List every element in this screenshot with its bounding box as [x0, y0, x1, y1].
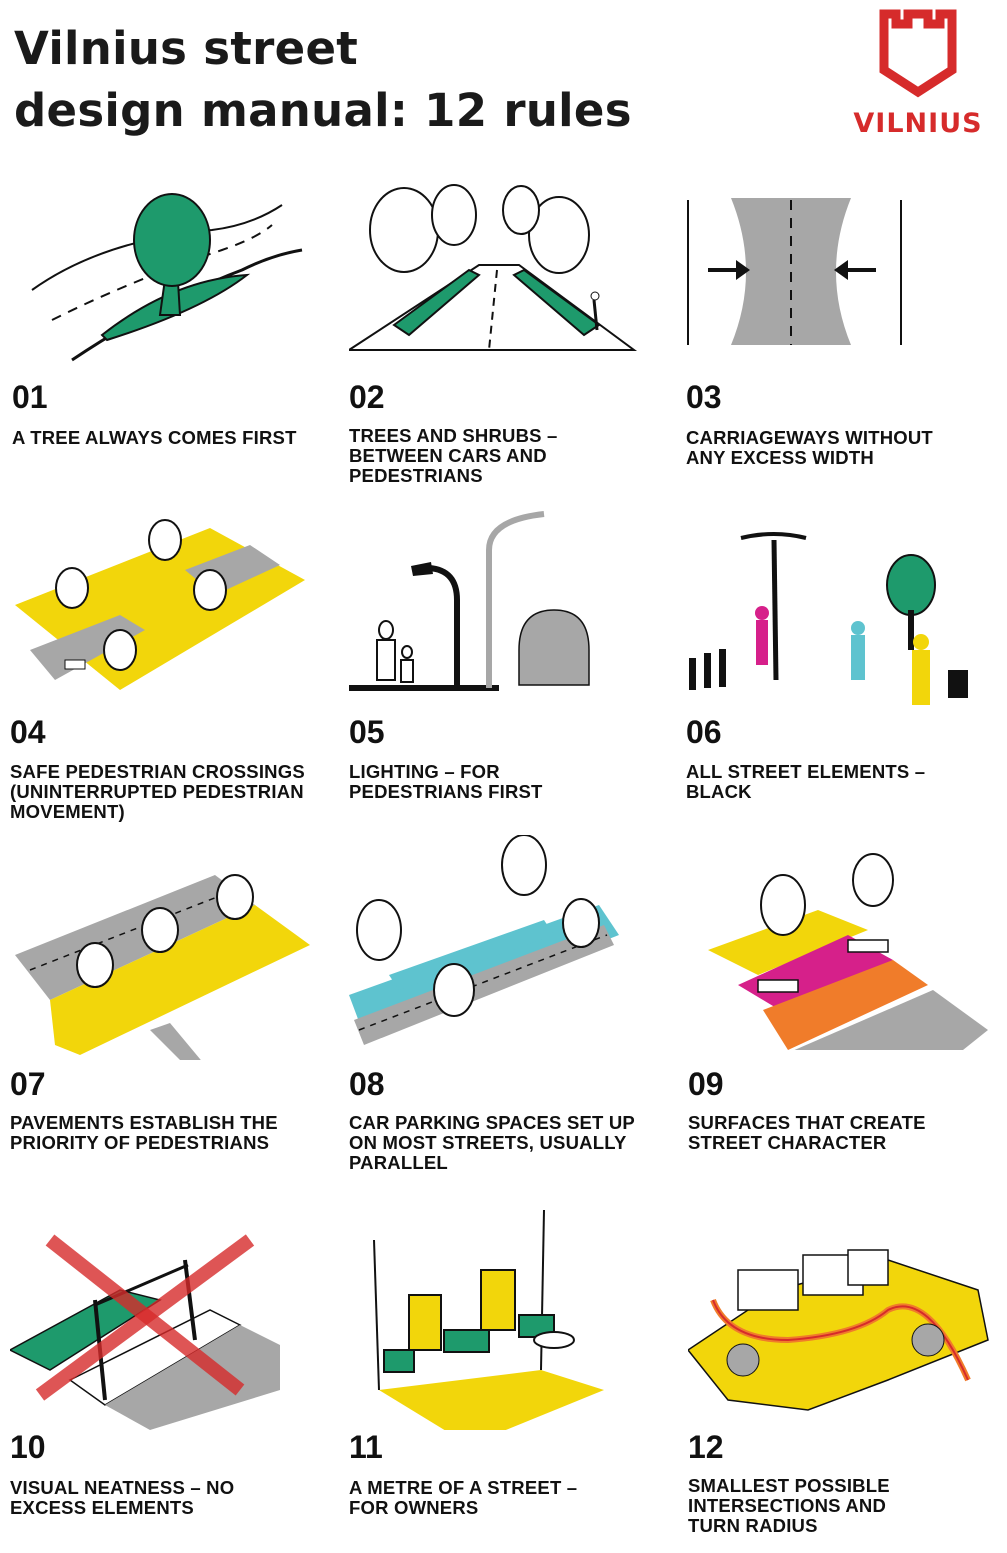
castle-tower-icon [879, 9, 957, 98]
rule-number: 05 [349, 714, 385, 750]
rule-caption: A TREE ALWAYS COMES FIRST [12, 427, 297, 448]
street-lighting-icon [349, 511, 590, 691]
rule-number: 04 [10, 714, 46, 750]
title-line-1: Vilnius street [14, 22, 359, 75]
rule-number: 02 [349, 379, 385, 415]
continuous-pavement-icon [15, 874, 310, 1060]
compact-intersection-icon [688, 1249, 989, 1411]
rule-caption: PAVEMENTS ESTABLISH THE PRIORITY OF PEDE… [10, 1112, 278, 1153]
rule-caption: CAR PARKING SPACES SET UP ON MOST STREET… [349, 1112, 635, 1173]
pedestrian-crossing-icon [15, 519, 305, 690]
tree-on-verge-icon [31, 193, 303, 362]
page-title: Vilnius street design manual: 12 rules [14, 18, 632, 142]
rule-caption: CARRIAGEWAYS WITHOUT ANY EXCESS WIDTH [686, 427, 933, 468]
parallel-parking-icon [349, 835, 619, 1045]
rule-number: 03 [686, 379, 722, 415]
coloured-surfaces-icon [708, 853, 988, 1050]
narrowed-carriageway-icon [687, 198, 902, 345]
frontage-planters-icon [373, 1209, 604, 1430]
logo-text: VILNIUS [853, 108, 983, 139]
title-line-2: design manual: 12 rules [14, 84, 632, 137]
rule-caption: LIGHTING – FOR PEDESTRIANS FIRST [349, 761, 543, 802]
rule-caption: A METRE OF A STREET – FOR OWNERS [349, 1477, 578, 1518]
rule-caption: SURFACES THAT CREATE STREET CHARACTER [688, 1112, 926, 1153]
rule-number: 10 [10, 1429, 46, 1465]
rule-number: 08 [349, 1066, 385, 1102]
vilnius-logo: VILNIUS [838, 8, 998, 139]
rule-caption: ALL STREET ELEMENTS – BLACK [686, 761, 926, 802]
rule-number: 06 [686, 714, 722, 750]
rule-caption: SMALLEST POSSIBLE INTERSECTIONS AND TURN… [688, 1475, 890, 1536]
rule-number: 11 [349, 1429, 383, 1465]
street-furniture-icon [689, 532, 968, 705]
rule-caption: VISUAL NEATNESS – NO EXCESS ELEMENTS [10, 1477, 235, 1518]
rule-caption: TREES AND SHRUBS – BETWEEN CARS AND PEDE… [349, 425, 558, 486]
crossed-out-fence-icon [10, 1234, 280, 1430]
rule-number: 12 [688, 1429, 724, 1465]
rule-number: 01 [12, 379, 48, 415]
rule-number: 07 [10, 1066, 46, 1102]
rule-caption: SAFE PEDESTRIAN CROSSINGS (UNINTERRUPTED… [10, 761, 305, 822]
rule-number: 09 [688, 1066, 724, 1102]
tree-lined-road-icon [349, 184, 638, 351]
